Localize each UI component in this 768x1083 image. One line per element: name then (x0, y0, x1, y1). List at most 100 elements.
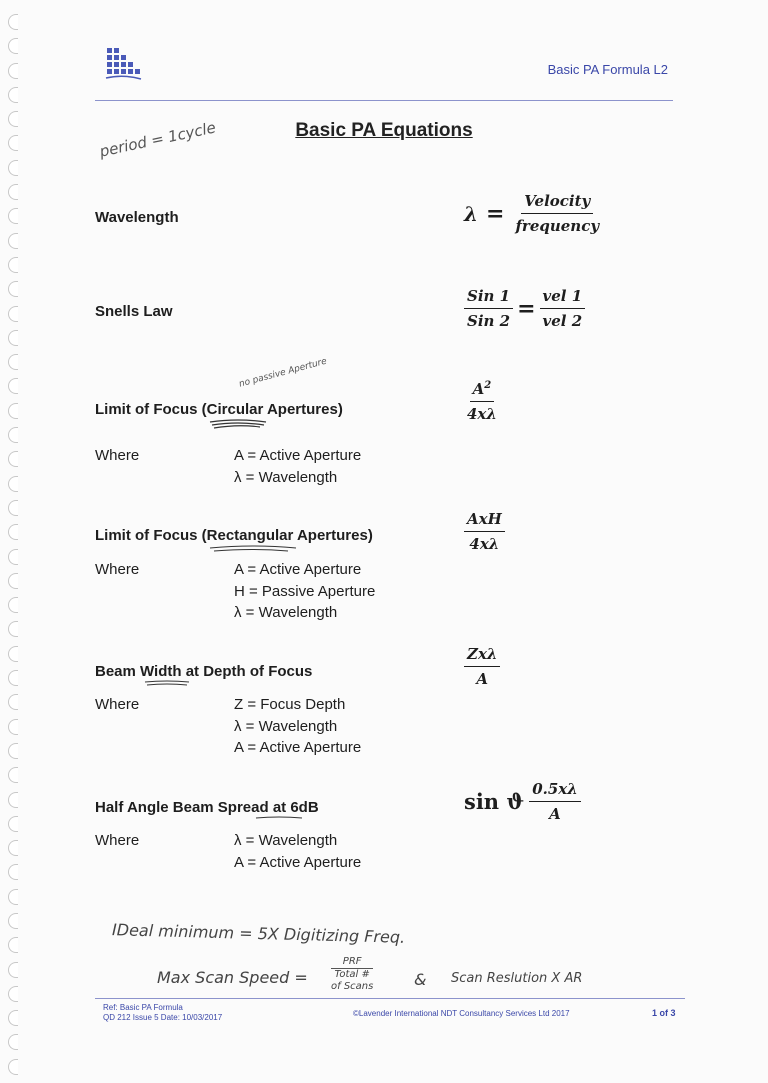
binder-hole (8, 961, 18, 978)
definition-line: λ = Wavelength (234, 832, 338, 849)
circular-focus-label: Limit of Focus (Circular Apertures) (95, 401, 343, 418)
definition-line: λ = Wavelength (234, 604, 338, 621)
circular-numerator-exponent: 2 (484, 380, 492, 391)
wavelength-numerator: Velocity (521, 192, 594, 214)
wavelength-denominator: frequency (515, 217, 600, 235)
definition-line: A = Active Aperture (234, 739, 362, 756)
half-angle-fraction: 0.5xλ A (529, 780, 581, 823)
binder-hole (8, 475, 18, 492)
document-page: Basic PA Formula L2 Basic PA Equations p… (8, 14, 685, 1075)
beam-width-formula: Zxλ A (464, 645, 501, 688)
beam-width-where: Where (95, 696, 140, 713)
snells-right-numerator: vel 1 (539, 287, 586, 309)
equals-sign: = (486, 200, 505, 227)
binder-hole (8, 742, 18, 759)
circular-formula: A2 4xλ (464, 380, 500, 423)
footer-page-number: 1 of 3 (652, 1008, 676, 1018)
binder-hole (8, 427, 18, 444)
half-angle-definitions: λ = Wavelength A = Active Aperture (234, 830, 361, 873)
circular-where: Where (95, 447, 140, 464)
binder-hole (8, 864, 18, 881)
rectangular-focus-label: Limit of Focus (Rectangular Apertures) (95, 527, 373, 544)
footer-ref-line: QD 212 Issue 5 Date: 10/03/2017 (103, 1013, 223, 1022)
definition-line: λ = Wavelength (234, 468, 338, 486)
binder-hole (8, 281, 18, 298)
footer-rule (95, 998, 685, 999)
binder-hole (8, 670, 18, 687)
circular-scribble (209, 419, 267, 429)
handwritten-note-2-suffix: Scan Reslution X AR (451, 971, 583, 986)
binder-hole (8, 208, 18, 225)
binder-hole (8, 305, 18, 322)
binder-hole (8, 62, 18, 79)
snells-formula: Sin 1 Sin 2 = vel 1 vel 2 (464, 287, 586, 330)
binder-hole (8, 524, 18, 541)
rectangular-formula: AxH 4xλ (464, 510, 505, 553)
binder-hole (8, 111, 18, 128)
handwritten-denominator-line-2: of Scans (331, 981, 374, 992)
header-rule (95, 100, 673, 101)
definition-line: A = Active Aperture (234, 447, 362, 464)
snells-left-fraction: Sin 1 Sin 2 (464, 287, 514, 330)
binder-hole (8, 572, 18, 589)
circular-definitions: A = Active Aperture λ = Wavelength (234, 445, 361, 488)
binder-hole (8, 38, 18, 55)
beam-width-definitions: Z = Focus Depth λ = Wavelength A = Activ… (234, 694, 361, 759)
rectangular-scribble (209, 545, 297, 552)
circular-numerator: A2 (469, 380, 495, 402)
binder-hole (8, 402, 18, 419)
binder-hole (8, 621, 18, 638)
footer-reference: Ref: Basic PA Formula QD 212 Issue 5 Dat… (103, 1003, 222, 1023)
snells-right-fraction: vel 1 vel 2 (539, 287, 586, 330)
binder-hole (8, 767, 18, 784)
handwritten-numerator: PRF (331, 956, 374, 969)
wavelength-fraction: Velocity frequency (512, 192, 602, 235)
half-angle-where: Where (95, 832, 140, 849)
snells-right-denominator: vel 2 (542, 312, 583, 330)
handwritten-denominator: Total # (334, 969, 370, 980)
binder-hole (8, 451, 18, 468)
circular-numerator-base: A (472, 380, 485, 398)
binder-hole (8, 378, 18, 395)
binder-hole (8, 232, 18, 249)
binder-hole (8, 548, 18, 565)
rectangular-numerator: AxH (464, 510, 505, 532)
binder-hole (8, 840, 18, 857)
binder-hole (8, 888, 18, 905)
binder-hole (8, 86, 18, 103)
binder-hole (8, 159, 18, 176)
binder-hole (8, 791, 18, 808)
definition-line: λ = Wavelength (234, 717, 338, 735)
binder-hole (8, 694, 18, 711)
wavelength-formula: λ = Velocity frequency (464, 192, 602, 235)
beam-width-underline (144, 680, 190, 686)
handwritten-passive-note: no passive Aperture (238, 356, 328, 390)
binder-hole (8, 815, 18, 832)
handwritten-note-2-fraction: PRF Total # of Scans (331, 956, 374, 993)
circular-fraction: A2 4xλ (464, 380, 500, 423)
binder-hole (8, 597, 18, 614)
half-angle-numerator: 0.5xλ (529, 780, 581, 802)
binder-hole (8, 718, 18, 735)
wavelength-label: Wavelength (95, 209, 179, 226)
binder-hole (8, 184, 18, 201)
rectangular-fraction: AxH 4xλ (464, 510, 505, 553)
binder-hole (8, 937, 18, 954)
equals-sign: = (517, 295, 536, 322)
sine-theta: sin ϑ (464, 789, 525, 814)
beam-width-label: Beam Width at Depth of Focus (95, 663, 313, 680)
rectangular-denominator: 4xλ (469, 535, 500, 553)
binder-hole (8, 985, 18, 1002)
handwritten-ampersand: & (414, 970, 427, 989)
beam-width-fraction: Zxλ A (464, 645, 501, 688)
half-angle-label: Half Angle Beam Spread at 6dB (95, 799, 319, 816)
beam-width-denominator: A (476, 670, 489, 688)
binder-holes (8, 14, 24, 1083)
snells-label: Snells Law (95, 303, 173, 320)
binder-hole (8, 256, 18, 273)
definition-line: A = Active Aperture (234, 853, 362, 871)
binder-hole (8, 14, 18, 30)
circular-denominator: 4xλ (467, 405, 497, 423)
half-angle-formula: sin ϑ 0.5xλ A (464, 780, 581, 823)
header-title: Basic PA Formula L2 (547, 62, 668, 77)
